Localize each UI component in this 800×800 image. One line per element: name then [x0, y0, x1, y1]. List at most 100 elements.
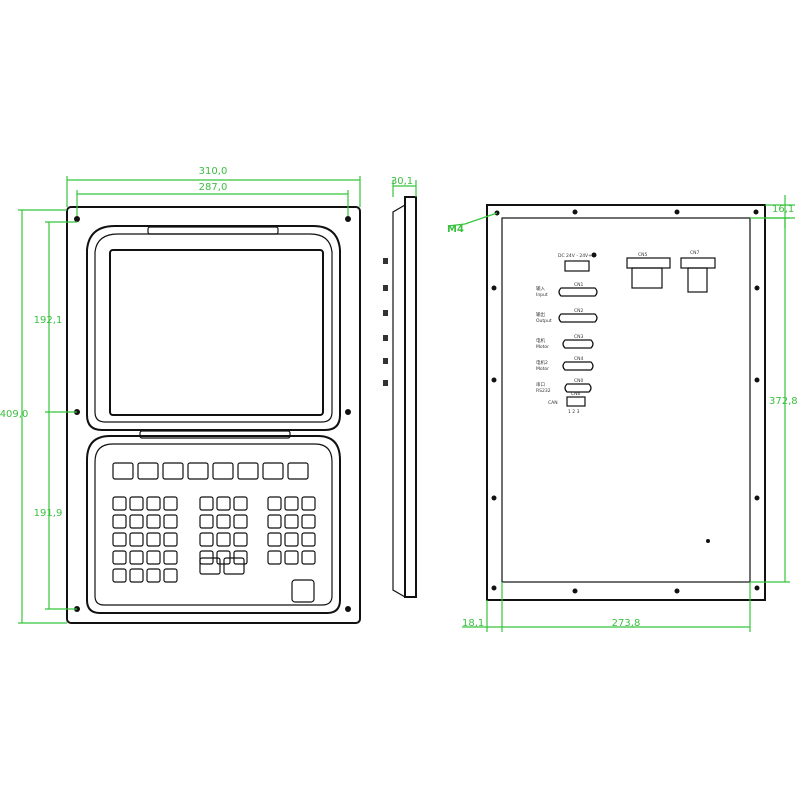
key — [129, 514, 144, 529]
key — [267, 514, 282, 529]
cn1-label: CN1 — [574, 282, 584, 288]
power-label: DC 24V - 24V+ — [558, 253, 592, 259]
cn5-label: CN5 — [638, 252, 648, 258]
dim-edge-left: 18,1 — [462, 618, 484, 629]
key — [262, 462, 284, 480]
cn3-label-en: Motor — [536, 344, 549, 350]
key — [163, 550, 178, 565]
side-connectors — [383, 258, 388, 386]
mount-holes — [74, 216, 351, 612]
key — [112, 532, 127, 547]
dim-height-lower: 191,9 — [34, 508, 63, 519]
dim-width-outer: 310,0 — [199, 166, 228, 177]
key — [163, 514, 178, 529]
cn7-connector — [680, 257, 716, 269]
key — [284, 496, 299, 511]
key — [301, 496, 316, 511]
cn4-connector — [562, 361, 594, 371]
key — [146, 550, 161, 565]
cn2-label: CN2 — [574, 308, 584, 314]
keypad-bezel — [86, 435, 341, 614]
key — [146, 514, 161, 529]
dim-depth: 30,1 — [391, 176, 413, 187]
power-connector — [564, 260, 590, 272]
cn6-label: CN6 — [571, 391, 581, 397]
screen-bezel — [86, 225, 341, 431]
cn4-label: CN4 — [574, 356, 584, 362]
key — [284, 532, 299, 547]
front-dimensions: 310,0 287,0 409,0 192,1 191,9 — [0, 166, 361, 624]
key — [199, 557, 221, 575]
key — [199, 514, 214, 529]
key — [223, 557, 245, 575]
front-panel-outline — [66, 206, 361, 624]
key — [301, 532, 316, 547]
key — [129, 550, 144, 565]
key — [301, 550, 316, 565]
cn1-connector — [558, 287, 598, 297]
cn2-connector — [558, 313, 598, 323]
cn5-connector — [626, 257, 671, 269]
key — [267, 532, 282, 547]
key — [187, 462, 209, 480]
cn3-connector — [562, 339, 594, 349]
key — [199, 496, 214, 511]
key — [216, 514, 231, 529]
key — [112, 462, 134, 480]
key — [146, 496, 161, 511]
cn1-label-cn: 输入 — [536, 285, 545, 292]
back-screws — [491, 209, 760, 594]
key — [112, 550, 127, 565]
key — [287, 462, 309, 480]
cn7-label: CN7 — [690, 250, 700, 256]
cn0-label: CN0 — [574, 378, 584, 384]
dim-width-inner: 273,8 — [612, 618, 641, 629]
can-pins: 1 2 3 — [568, 409, 580, 415]
dim-height-inner: 372,8 — [769, 396, 798, 407]
cn4-label-en: Motor — [536, 366, 549, 372]
top-slot — [147, 226, 279, 235]
keypad — [112, 462, 316, 583]
cn0-connector — [564, 383, 592, 393]
cn2-label-cn: 输出 — [536, 311, 545, 318]
cn1-label-en: Input — [536, 292, 548, 298]
cn2-label-en: Output — [536, 318, 552, 324]
dim-edge-top: 16,1 — [772, 204, 794, 215]
cn0-label-cn: 串口 — [536, 382, 545, 388]
key — [284, 550, 299, 565]
key — [129, 568, 144, 583]
key — [112, 496, 127, 511]
cn0-label-en: RS232 — [536, 388, 551, 394]
keypad-bezel-inner — [94, 443, 333, 606]
key — [162, 462, 184, 480]
back-dimensions: M4 16,1 372,8 18,1 273,8 — [447, 195, 798, 632]
side-body — [392, 204, 406, 598]
key — [233, 532, 248, 547]
screen-bezel-inner — [94, 233, 333, 423]
key — [216, 532, 231, 547]
back-cover — [501, 217, 751, 583]
key — [146, 568, 161, 583]
key — [163, 568, 178, 583]
key — [112, 568, 127, 583]
key — [146, 532, 161, 547]
side-panel — [404, 196, 417, 598]
dim-height-upper: 192,1 — [34, 315, 63, 326]
front-view — [66, 206, 361, 624]
key — [284, 514, 299, 529]
usb-port — [291, 579, 315, 603]
dim-height-total: 409,0 — [0, 409, 28, 420]
key — [129, 496, 144, 511]
key — [163, 496, 178, 511]
key — [112, 514, 127, 529]
d-sub-connectors: CN1输入InputCN2输出OutputCN3电机MotorCN4电机2Mot… — [536, 282, 598, 394]
key — [237, 462, 259, 480]
cn4-label-cn: 电机2 — [536, 359, 548, 366]
key — [212, 462, 234, 480]
key — [267, 496, 282, 511]
key — [137, 462, 159, 480]
key — [129, 532, 144, 547]
key — [163, 532, 178, 547]
